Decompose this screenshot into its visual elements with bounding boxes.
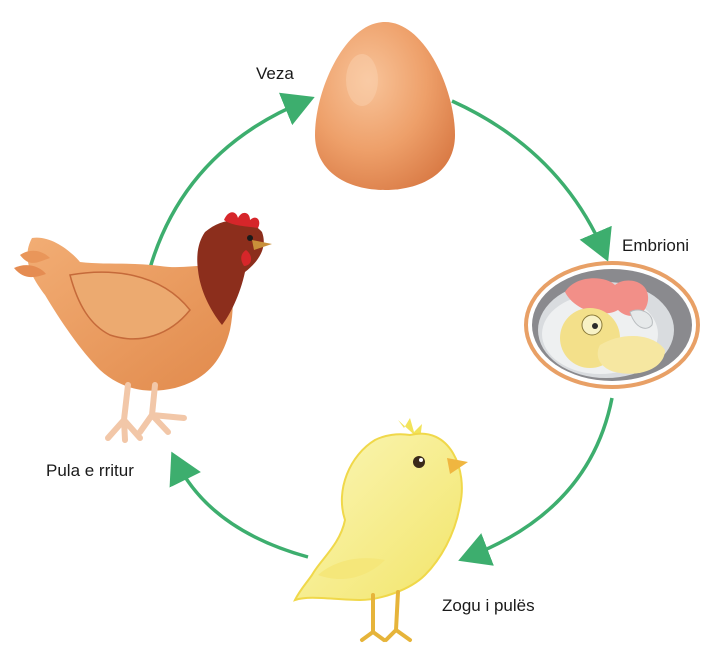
chick-label: Zogu i pulës — [442, 596, 535, 615]
arrow-embryo-to-chick — [458, 397, 614, 566]
arrow-egg-to-embryo — [451, 99, 612, 262]
hen-label: Pula e rritur — [46, 461, 134, 480]
hen-illustration — [14, 212, 272, 443]
embryo-illustration — [524, 261, 700, 389]
arrow-hen-to-egg — [148, 92, 315, 269]
egg-label: Veza — [256, 64, 294, 83]
egg-illustration — [315, 22, 455, 190]
chick-illustration — [293, 418, 468, 642]
embryo-label: Embrioni — [622, 236, 690, 255]
arrow-chick-to-hen — [169, 451, 309, 559]
